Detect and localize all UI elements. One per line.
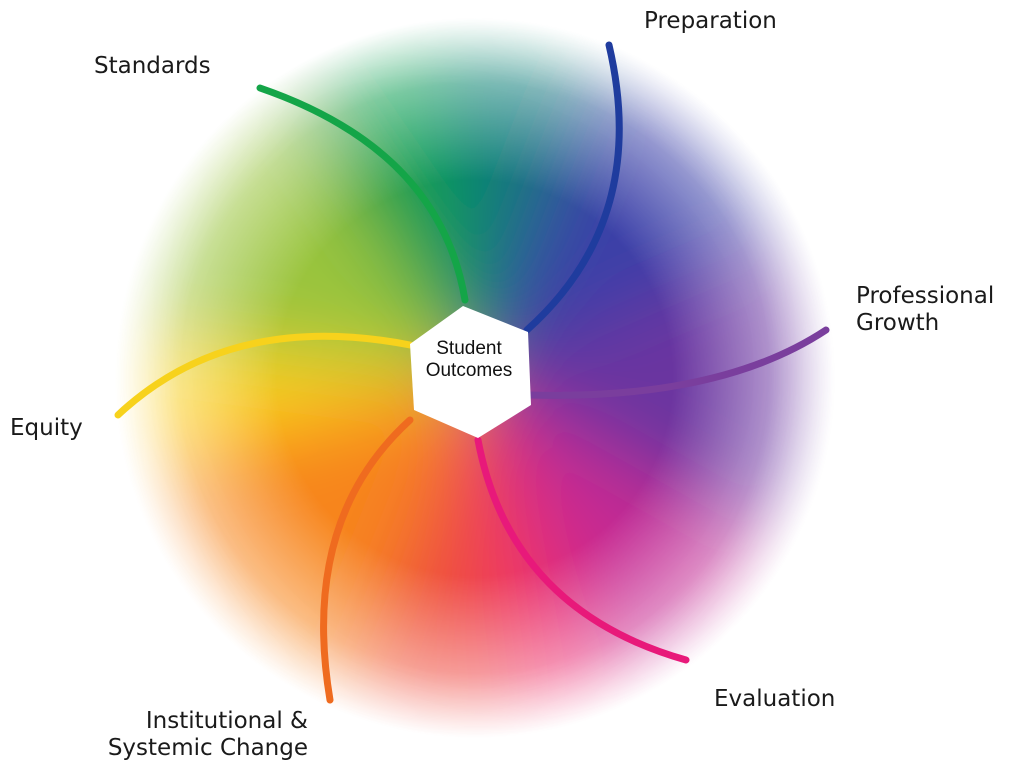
label-evaluation: Evaluation <box>714 686 836 712</box>
label-preparation: Preparation <box>644 8 777 34</box>
spoke-institutional-change <box>320 416 414 704</box>
label-standards: Standards <box>94 53 211 79</box>
wedge-purple <box>475 230 845 560</box>
label-equity: Equity <box>10 415 83 441</box>
wedge-teal <box>440 19 620 378</box>
label-institutional-line2: Systemic Change <box>107 735 308 761</box>
center-label: Student Outcomes <box>404 338 534 382</box>
label-institutional-systemic-change: Institutional & Systemic Change <box>82 708 308 762</box>
label-professional-growth-line1: Professional <box>856 283 995 309</box>
spoke-standards <box>256 84 469 304</box>
center-hexagon <box>410 306 531 438</box>
center-label-line2: Outcomes <box>425 360 513 381</box>
spoke-professional-growth <box>526 326 830 399</box>
label-professional-growth-line2: Growth <box>856 310 940 336</box>
label-professional-growth: Professional Growth <box>856 283 994 337</box>
wedge-lime <box>100 50 475 378</box>
wedge-orange <box>110 378 475 740</box>
label-institutional-line1: Institutional & <box>145 708 308 734</box>
center-label-line1: Student <box>436 338 502 359</box>
spoke-preparation <box>523 41 623 334</box>
spoke-equity <box>114 332 414 419</box>
spokes <box>114 41 830 704</box>
spoke-evaluation <box>474 436 690 664</box>
